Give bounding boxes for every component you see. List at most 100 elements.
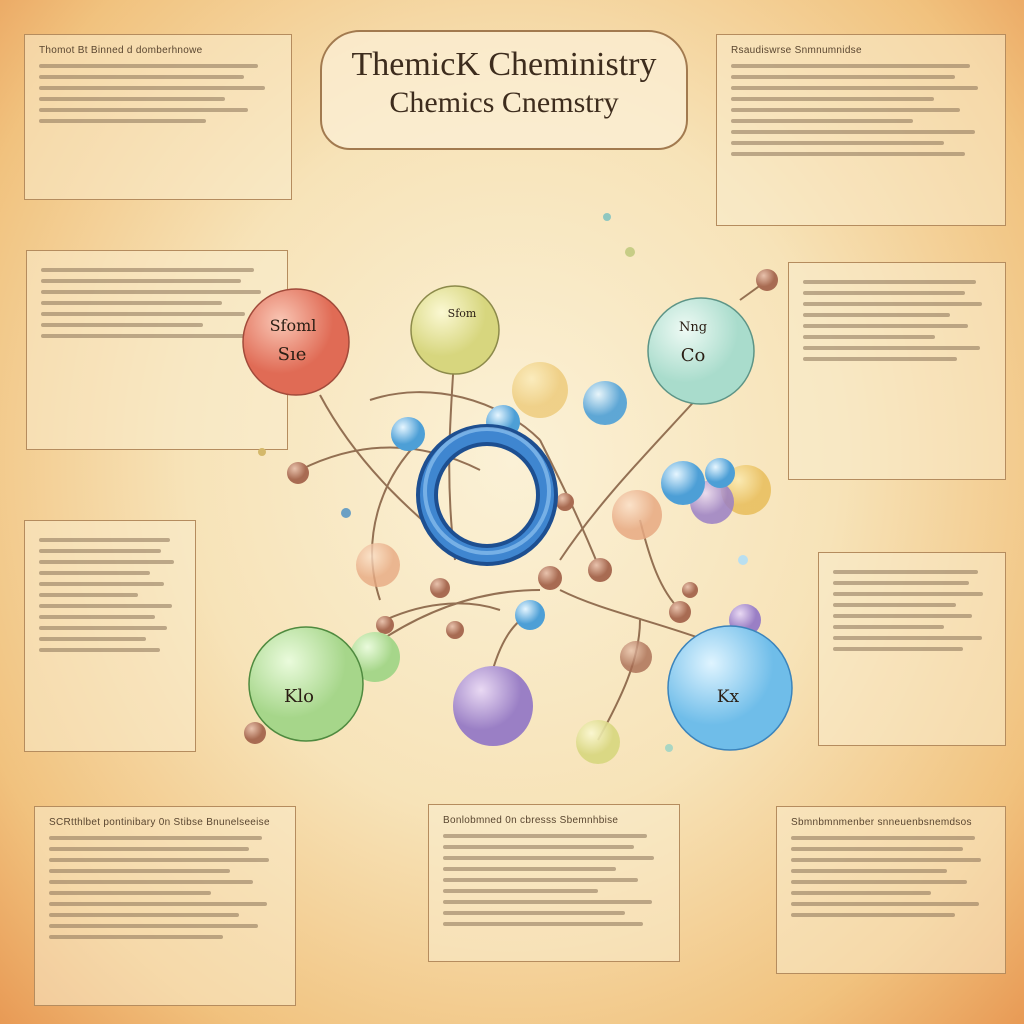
text-line — [41, 334, 260, 338]
panel-low-left — [24, 520, 196, 752]
panel-bottom-left: SCRtthlbet pontinibary 0n Stibse Bnunels… — [34, 806, 296, 1006]
atom-green: Klo — [248, 626, 364, 742]
text-line — [41, 323, 204, 327]
text-line — [49, 858, 270, 862]
atom-red: Sfoml Sıe — [242, 288, 350, 396]
text-line — [39, 560, 174, 564]
atom-blue: Kx — [667, 625, 793, 751]
atom-cyan-label-top: Nng — [679, 320, 707, 335]
atom-yellow-label: Sfom — [448, 307, 477, 320]
text-line — [731, 130, 976, 134]
text-line — [803, 313, 950, 317]
text-line — [41, 301, 222, 305]
text-line — [41, 290, 262, 294]
text-line — [791, 869, 947, 873]
atom-yellow: Sfom — [410, 285, 500, 375]
text-line — [49, 913, 240, 917]
text-line — [833, 570, 979, 574]
text-line — [803, 280, 976, 284]
text-line — [41, 312, 246, 316]
text-line — [49, 935, 223, 939]
text-line — [49, 836, 263, 840]
text-line — [39, 648, 160, 652]
text-line — [731, 141, 945, 145]
text-line — [49, 902, 268, 906]
text-line — [39, 604, 173, 608]
text-line — [39, 97, 225, 101]
panel-heading: SCRtthlbet pontinibary 0n Stibse Bnunels… — [49, 817, 270, 828]
text-line — [39, 637, 146, 641]
text-line — [39, 108, 249, 112]
text-line — [791, 836, 975, 840]
text-line — [49, 924, 258, 928]
panel-heading: Bonlobmned 0n cbresss Sbemnhbise — [443, 815, 619, 826]
text-line — [49, 847, 249, 851]
text-line — [791, 913, 955, 917]
text-line — [833, 647, 963, 651]
text-line — [803, 335, 935, 339]
text-line — [833, 592, 984, 596]
text-line — [731, 119, 913, 123]
title-subtitle: Chemics Cnemstry — [389, 86, 619, 119]
text-line — [443, 922, 643, 926]
text-line — [39, 549, 162, 553]
text-line — [791, 847, 963, 851]
text-line — [803, 291, 965, 295]
text-line — [731, 75, 955, 79]
text-line — [39, 86, 266, 90]
atom-cyan-label-bottom: Co — [681, 345, 706, 366]
panel-bottom-center: Bonlobmned 0n cbresss Sbemnhbise — [428, 804, 680, 962]
panel-top-left: Thomot Bt Binned d domberhnowe — [24, 34, 292, 200]
atom-red-label-top: Sfoml — [270, 316, 317, 335]
text-line — [49, 891, 212, 895]
text-line — [833, 614, 973, 618]
text-line — [803, 324, 969, 328]
atom-red-label-bottom: Sıe — [278, 344, 307, 365]
text-line — [39, 571, 150, 575]
central-ring — [416, 424, 558, 566]
text-line — [731, 152, 965, 156]
panel-bottom-right: Sbmnbmnmenber snneuenbsnemdsos — [776, 806, 1006, 974]
panel-heading: Rsaudiswrse Snmnumnidse — [731, 45, 862, 56]
text-line — [731, 97, 934, 101]
text-line — [443, 834, 648, 838]
text-line — [41, 268, 255, 272]
text-line — [443, 878, 639, 882]
text-line — [731, 64, 971, 68]
text-line — [803, 346, 980, 350]
text-line — [833, 625, 944, 629]
text-line — [791, 858, 981, 862]
text-line — [443, 911, 626, 915]
text-line — [39, 593, 139, 597]
text-line — [731, 108, 960, 112]
text-line — [39, 626, 167, 630]
panel-low-right — [818, 552, 1006, 746]
text-line — [803, 302, 982, 306]
panel-top-right: Rsaudiswrse Snmnumnidse — [716, 34, 1006, 226]
text-line — [443, 845, 634, 849]
title-main: ThemicK Cheministry — [351, 46, 657, 83]
text-line — [833, 636, 982, 640]
panel-mid-right — [788, 262, 1006, 480]
text-line — [39, 119, 206, 123]
text-line — [443, 867, 617, 871]
text-line — [39, 582, 164, 586]
title-banner: ThemicK Cheministry Chemics Cnemstry — [320, 30, 688, 150]
text-line — [39, 64, 258, 68]
text-line — [49, 869, 230, 873]
text-line — [791, 891, 931, 895]
text-line — [49, 880, 254, 884]
atom-blue-label: Kx — [717, 687, 740, 707]
text-line — [443, 889, 599, 893]
text-line — [41, 279, 241, 283]
text-line — [833, 603, 957, 607]
atom-cyan: Nng Co — [647, 297, 755, 405]
text-line — [833, 581, 969, 585]
atom-green-label: Klo — [284, 686, 314, 707]
text-line — [803, 357, 958, 361]
text-line — [39, 75, 244, 79]
text-line — [791, 880, 967, 884]
text-line — [731, 86, 978, 90]
text-line — [39, 538, 170, 542]
